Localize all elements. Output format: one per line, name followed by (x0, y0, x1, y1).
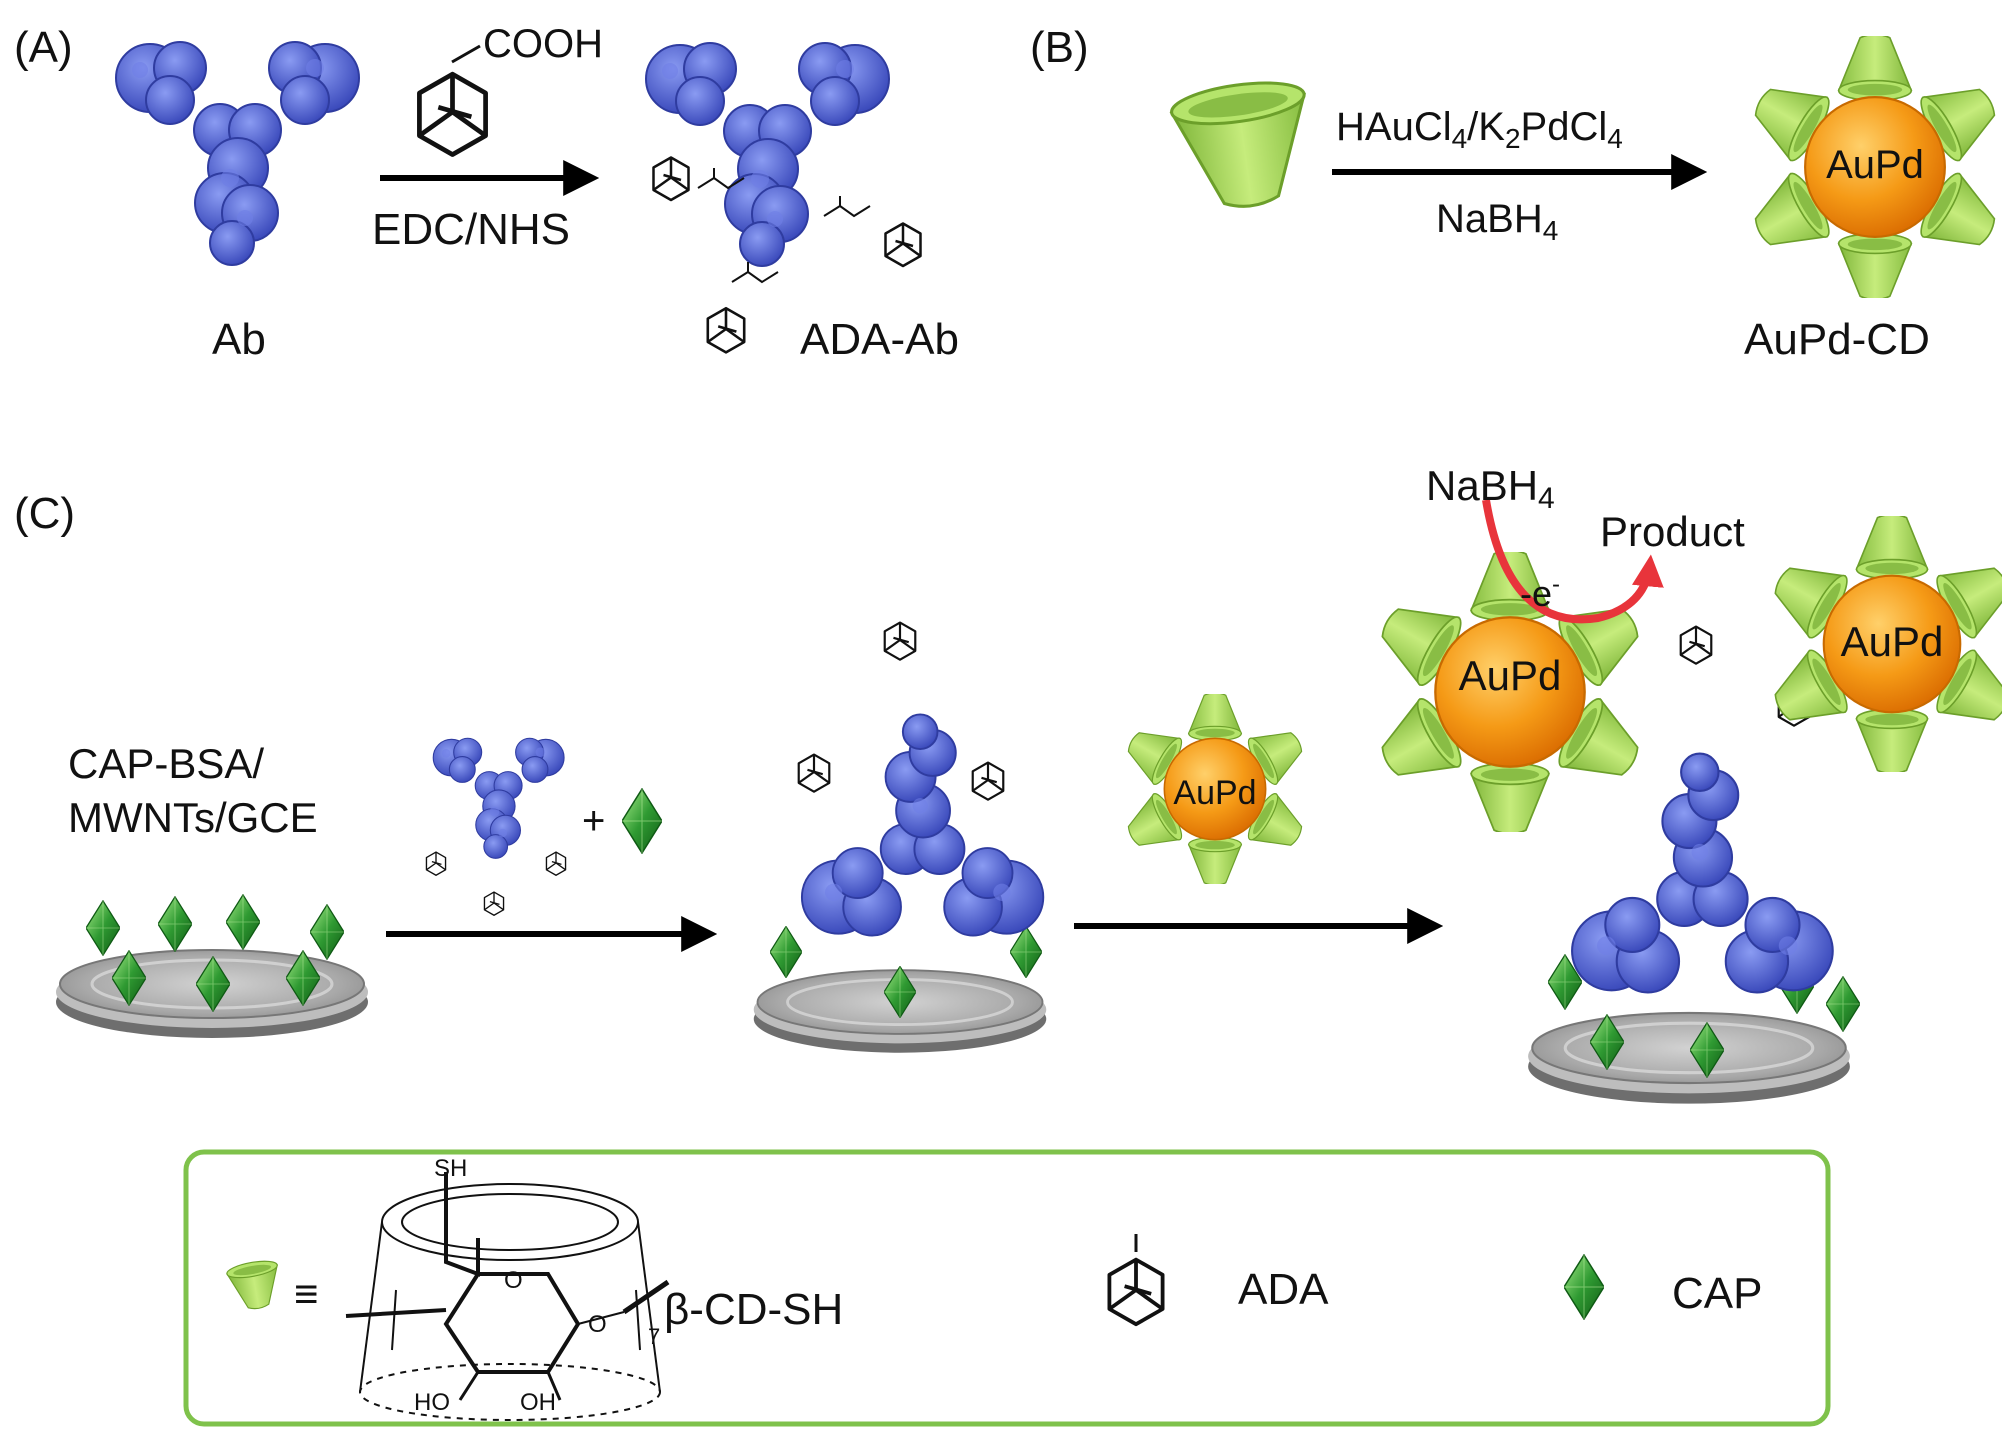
reagent-cooh: COOH (483, 22, 603, 66)
ada-antibody-icon (644, 41, 891, 268)
label-ada-ab: ADA-Ab (800, 315, 959, 364)
ada-small-icon (545, 851, 567, 876)
cd-subscript-7: 7 (648, 1324, 660, 1349)
cap-diamond-icon (1826, 976, 1860, 1032)
panel-c: (C) CAP-BSA/ MWNTs/GCE + AuPd (14, 462, 2002, 1106)
bound-antibody-icon (1570, 752, 1834, 994)
electron-label: -e- (1520, 571, 1560, 614)
antibody-icon (114, 40, 361, 267)
aupd-label: AuPd (1826, 143, 1924, 187)
cap-diamond-icon (226, 894, 260, 950)
ada-small-icon (884, 222, 922, 268)
label-ab: Ab (212, 315, 266, 364)
electrode-label-line1: CAP-BSA/ (68, 740, 264, 787)
legend-box: ≡ SH O O 7 HO OH β-CD-SH ADA CAP (183, 1149, 1831, 1427)
cd-structure (345, 1172, 670, 1421)
panel-a: (A) COOH EDC/NHS Ab ADA-Ab (14, 22, 959, 364)
aupd-label-reagent: AuPd (1173, 774, 1256, 812)
ada-small-icon (483, 891, 505, 916)
reagent-nabh4: NaBH4 (1436, 197, 1558, 246)
amide-linker-icon (823, 196, 871, 217)
ada-small-icon (971, 761, 1005, 801)
legend-equiv-symbol: ≡ (294, 1270, 319, 1317)
redox-arrow (1482, 499, 1664, 624)
cd-sh-label: SH (434, 1155, 467, 1182)
ada-small-icon (425, 851, 447, 876)
label-aupd-cd: AuPd-CD (1744, 315, 1930, 364)
panel-b: (B) HAuCl4/K2PdCl4 NaBH4 AuPd AuPd-CD (1030, 23, 2002, 364)
legend-ada-name: ADA (1238, 1265, 1329, 1314)
cap-diamond-icon (622, 788, 662, 854)
ada-small-icon (652, 156, 690, 202)
cyclodextrin-cone-icon (1167, 74, 1321, 217)
aupd-label-right: AuPd (1841, 618, 1944, 665)
adamantane-icon (419, 74, 485, 154)
cd-o-label-2: O (588, 1311, 607, 1338)
reagent-edc-nhs: EDC/NHS (372, 205, 570, 254)
ada-antibody-small-icon (432, 737, 565, 859)
cap-diamond-icon (158, 896, 192, 952)
product-label: Product (1600, 508, 1745, 555)
panel-a-label: (A) (14, 23, 73, 72)
ada-small-icon (1679, 625, 1713, 665)
bound-antibody-icon (800, 713, 1045, 937)
cap-diamond-icon (770, 926, 802, 978)
reagent-haucl4-k2pdcl4: HAuCl4/K2PdCl4 (1336, 105, 1623, 154)
aupd-label-left: AuPd (1459, 652, 1562, 699)
panel-b-label: (B) (1030, 23, 1089, 72)
ada-small-icon (797, 753, 831, 793)
ada-small-icon (883, 621, 917, 661)
cap-diamond-icon (86, 900, 120, 956)
ada-small-icon (706, 306, 746, 354)
cd-o-label: O (504, 1267, 523, 1294)
legend-cd-name: β-CD-SH (664, 1285, 843, 1334)
reductant-nabh4: NaBH4 (1426, 462, 1555, 515)
cd-oh-label: OH (520, 1389, 556, 1416)
electrode-disc-icon (1526, 1011, 1852, 1106)
cap-diamond-icon (310, 904, 344, 960)
legend-cap-name: CAP (1672, 1269, 1762, 1318)
panel-c-label: (C) (14, 489, 75, 538)
cap-diamond-icon (1010, 926, 1042, 978)
electrode-label-line2: MWNTs/GCE (68, 794, 318, 841)
plus-sign: + (582, 799, 605, 843)
cd-ho-label: HO (414, 1389, 450, 1416)
